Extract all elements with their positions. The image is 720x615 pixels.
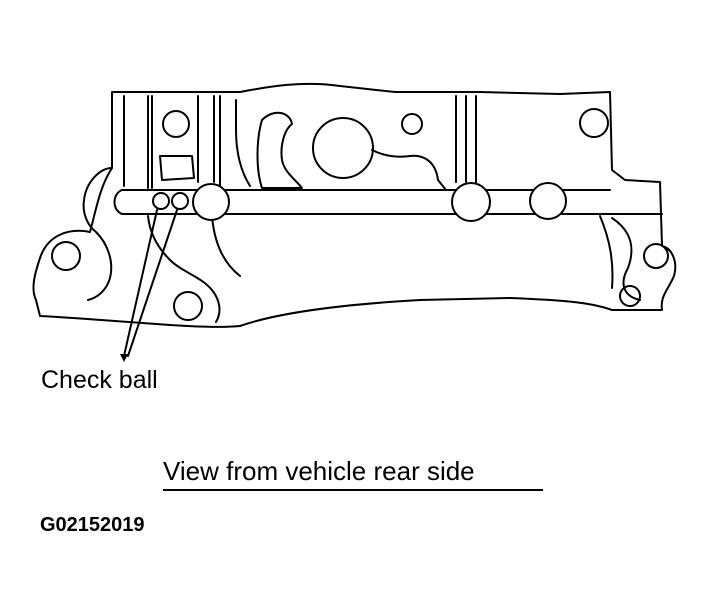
- bolt-hole-upper-left: [162, 110, 190, 138]
- vertical-channel-3: [455, 95, 477, 185]
- valve-body-outline: [32, 82, 677, 328]
- left-ear-arm: [82, 167, 113, 301]
- bolt-hole-left: [51, 241, 81, 271]
- check-ball-2: [171, 192, 189, 210]
- oil-passage-end-left: [113, 189, 123, 215]
- right-ear-contour: [611, 217, 641, 301]
- leader-arrowhead: [120, 354, 128, 362]
- bolt-hole-upper-right: [579, 108, 609, 138]
- valve-plug-2: [451, 182, 491, 222]
- valve-plug-3: [529, 182, 567, 220]
- interior-passage-upper: [235, 99, 251, 187]
- check-ball-label: Check ball: [41, 366, 158, 394]
- valve-plug-1: [192, 183, 230, 221]
- view-caption: View from vehicle rear side: [163, 456, 475, 486]
- bolt-hole-right: [643, 243, 669, 269]
- small-hole: [401, 113, 423, 135]
- interior-passage-left: [256, 111, 303, 189]
- vertical-channel-1: [123, 95, 153, 189]
- interior-passage-right: [371, 149, 447, 191]
- check-ball-1: [152, 192, 170, 210]
- lower-contour-right: [599, 215, 614, 289]
- bolt-boss-right: [619, 285, 641, 307]
- figure-code: G02152019: [40, 514, 145, 536]
- center-bore: [312, 117, 374, 179]
- caption-underline: [163, 489, 543, 491]
- lower-contour-left: [147, 215, 221, 323]
- left-pocket: [159, 155, 195, 181]
- bolt-hole-lower-left: [173, 291, 203, 321]
- leader-line-2: [127, 209, 178, 357]
- vertical-channel-2: [197, 95, 221, 187]
- leader-line-1: [123, 209, 158, 357]
- lower-contour-mid: [211, 215, 241, 277]
